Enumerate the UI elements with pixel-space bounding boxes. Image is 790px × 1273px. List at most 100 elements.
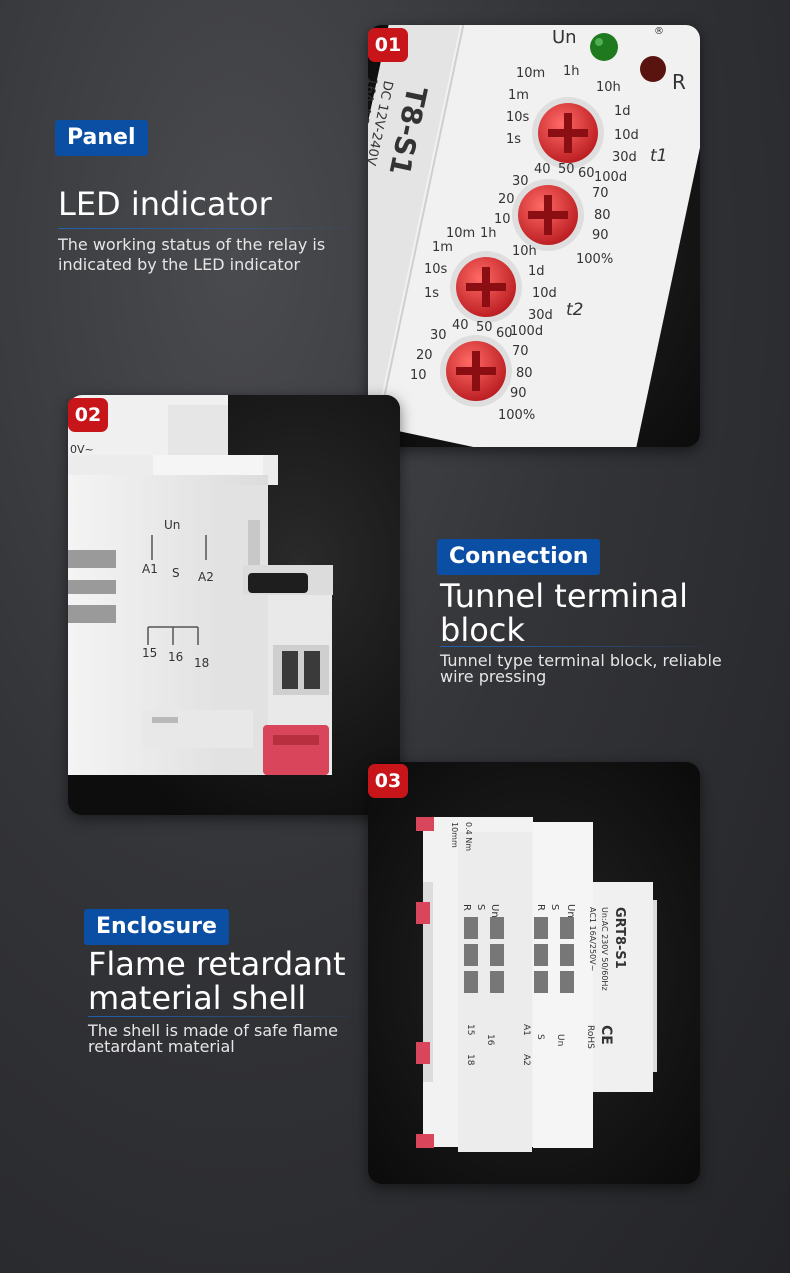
section-number-badge: 03 [368,764,408,798]
side-label: S [475,904,486,910]
side-label: Un [565,904,576,918]
top-clip [416,817,434,831]
dial-label: 50 [476,320,493,335]
description-line: retardant material [88,1037,235,1056]
rating-label: Un:AC 230V 50/60Hz [600,907,609,991]
dial-label: 1s [424,286,439,301]
terminal-label: A2 [521,1054,531,1066]
terminal-label: 16 [168,650,183,664]
section-number-badge: 02 [68,398,108,432]
dial-label: 10 [494,212,511,227]
dial-label: 10s [506,110,530,125]
section-tag-enclosure: Enclosure [84,909,229,946]
voltage-partial-label: 0V~ [70,443,94,456]
green-led-icon [590,33,618,61]
side-label: S [549,904,560,910]
red-led-icon [640,56,666,82]
percent-dial-t2[interactable] [440,335,512,407]
section-divider [88,1016,348,1017]
terminal-label: 15 [465,1024,475,1035]
bottom-clip [416,1134,434,1148]
dial-label: 70 [592,186,609,201]
terminal-label: A1 [142,562,158,576]
led-indicator-photo: T8-S1 DC 12V-240V 16A,AC-1 Un ® R 10m 1h… [368,25,700,447]
side-label: R [535,904,546,911]
torque-label: 0.4 Nm [464,822,473,851]
un-label: Un [555,1034,565,1046]
section-title-led-indicator: LED indicator [58,185,272,223]
dial-label: 1m [508,88,529,103]
dial-label: 90 [510,386,527,401]
terminal-screw-slot [248,573,308,593]
time-dial-t1[interactable] [532,97,604,169]
r-label: R [672,70,686,94]
rohs-mark: RoHS [585,1025,595,1049]
dial-label: 100d [594,170,627,185]
section-tag-connection: Connection [437,539,601,576]
dial-label: 30d [528,308,553,323]
t2-label: t2 [566,300,583,320]
dial-label: 60 [578,166,595,181]
dial-label: 1s [506,132,521,147]
description-line: indicated by the LED indicator [58,255,301,274]
terminal-hole [282,651,298,689]
ce-mark: CE [598,1025,614,1045]
dial-label: 100% [576,252,613,267]
terminal-label: 15 [142,646,157,660]
side-label: R [461,904,472,911]
dial-label: 20 [498,192,515,207]
un-label: Un [164,518,180,532]
dial-label: 1h [480,226,497,241]
terminal-label: A1 [521,1024,531,1036]
description-line: wire pressing [440,667,547,686]
dial-label: 10m [446,226,475,241]
rating-partial-label-2: 16A,AC-1 [368,76,380,138]
terminal-label: 18 [194,656,209,670]
enclosure-photo: 0.4 Nm 10mm Un S R Un S R [368,762,700,1184]
dial-label: 30 [430,328,447,343]
dial-label: 40 [452,318,469,333]
dial-label: 10 [410,368,427,383]
strip-length-label: 10mm [450,822,459,848]
t1-label: t1 [650,146,667,166]
un-label: Un [552,27,577,48]
time-dial-t2[interactable] [450,251,522,323]
dial-label: 10d [614,128,639,143]
dial-label: 50 [558,162,575,177]
description-line: The working status of the relay is [58,235,326,254]
terminal-label: 18 [465,1054,475,1066]
side-label: Un [489,904,500,918]
section-description: The working status of the relay is indic… [58,235,325,275]
dial-label: 1d [614,104,631,119]
dial-label: 10m [516,66,545,81]
rating-label-2: AC1 16A/250V~ [588,907,597,971]
din-rail-clip[interactable] [263,725,329,775]
title-line: block [440,610,525,649]
dial-label: 80 [594,208,611,223]
dial-label: 10s [424,262,448,277]
section-description: The shell is made of safe flame retardan… [88,1023,338,1055]
registered-mark: ® [654,26,664,37]
terminal-block-photo: 0V~ Un A1 S A2 15 16 18 [68,395,400,815]
terminal-label: S [172,566,180,580]
terminal-label: A2 [198,570,214,584]
dial-label: 80 [516,366,533,381]
percent-dial-t1[interactable] [512,179,584,251]
description-line: The shell is made of safe flame [88,1021,339,1040]
dial-label: 90 [592,228,609,243]
title-line: Tunnel terminal [440,577,688,615]
dial-label: 100d [510,324,543,339]
terminal-label: S [535,1034,545,1040]
terminal-hole [304,651,320,689]
section-title-flame-retardant-shell: Flame retardant material shell [88,945,346,1015]
dial-label: 1m [432,240,453,255]
title-line: Flame retardant [88,945,346,983]
dial-label: 40 [534,162,551,177]
section-description: Tunnel type terminal block, reliable wir… [440,653,722,685]
dial-label: 10d [532,286,557,301]
description-line: Tunnel type terminal block, reliable [440,651,722,670]
dial-label: 60 [496,326,513,341]
dial-label: 10h [512,244,537,259]
dial-label: 10h [596,80,621,95]
section-divider [58,228,348,229]
